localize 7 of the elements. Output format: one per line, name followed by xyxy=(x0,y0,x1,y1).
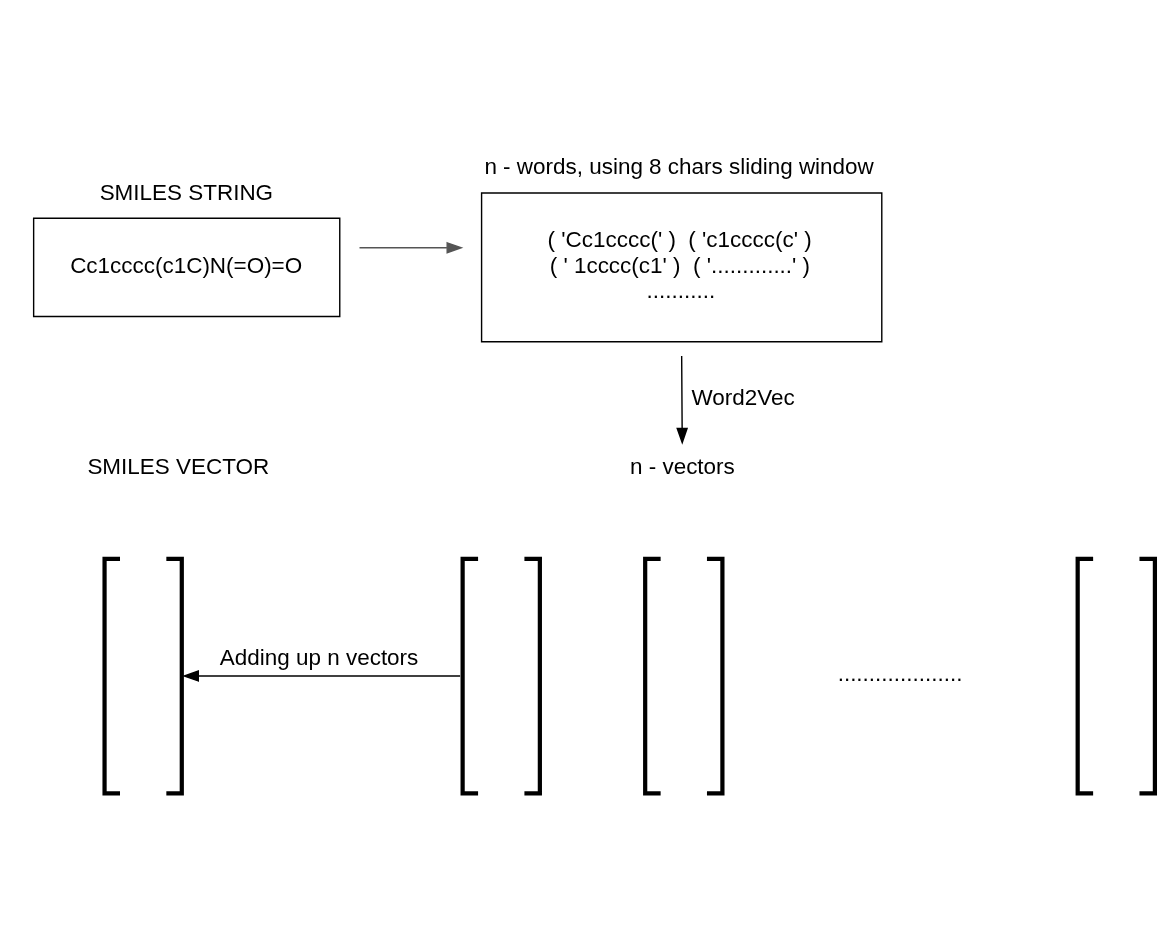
edge-label: Adding up n vectors xyxy=(219,644,419,670)
edge-label: Word2Vec xyxy=(691,384,795,410)
node-label: n - words, using 8 chars sliding window xyxy=(484,153,874,179)
node-label: SMILES STRING xyxy=(99,179,274,205)
node-text: n - vectors xyxy=(629,453,735,479)
label: .................... xyxy=(837,660,963,686)
label: SMILES VECTOR xyxy=(87,453,270,479)
